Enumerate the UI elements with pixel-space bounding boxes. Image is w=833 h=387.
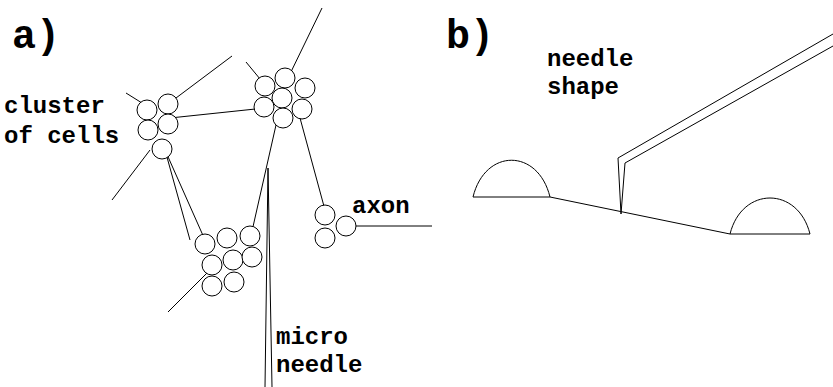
- tissue-profile: [473, 160, 810, 234]
- axon-line: [345, 226, 432, 227]
- part-label: axon: [352, 192, 410, 222]
- panel-label: b): [446, 14, 494, 62]
- part-label: cluster of cells: [4, 92, 126, 152]
- axon-line: [165, 150, 190, 240]
- cell-cluster: [137, 68, 356, 296]
- part-label: micro needle: [276, 324, 377, 380]
- axon-line: [112, 150, 150, 200]
- micro-needle: [265, 168, 272, 387]
- axon-line: [165, 150, 205, 240]
- axon-line: [170, 108, 265, 118]
- needle-shape: [618, 34, 833, 214]
- part-label: needle shape: [547, 46, 648, 102]
- axon-line: [250, 125, 276, 240]
- axon-line: [288, 8, 322, 78]
- panel-label: a): [12, 14, 60, 62]
- axon-line: [300, 118, 325, 210]
